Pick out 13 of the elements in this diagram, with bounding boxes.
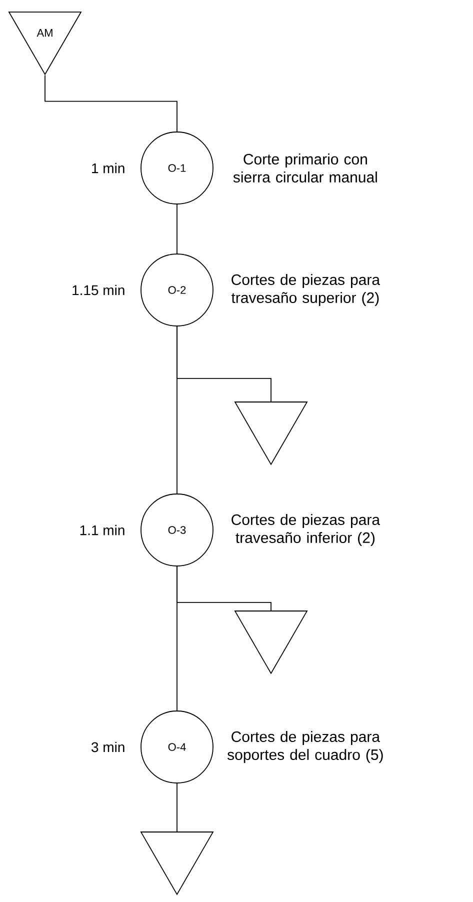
- time-label: 1 min: [92, 162, 124, 174]
- time-label: 1.15 min: [72, 284, 124, 296]
- operation-description: Cortes de piezas para travesaño inferior (2): [232, 514, 380, 546]
- connector-line: [176, 783, 178, 832]
- operation-description: Corte primario con sierra circular manual: [233, 154, 377, 182]
- connector-line: [176, 566, 178, 711]
- connector-line: [44, 74, 178, 132]
- time-label: 3 min: [92, 742, 124, 752]
- operation-description: Cortes de piezas para soportes del cuadro (5): [228, 731, 383, 763]
- time-label: 1.1 min: [80, 524, 124, 536]
- operation-description: Cortes de piezas para travesaño superior (2): [231, 274, 380, 306]
- connector-line: [176, 204, 178, 254]
- connector-line: [176, 326, 178, 494]
